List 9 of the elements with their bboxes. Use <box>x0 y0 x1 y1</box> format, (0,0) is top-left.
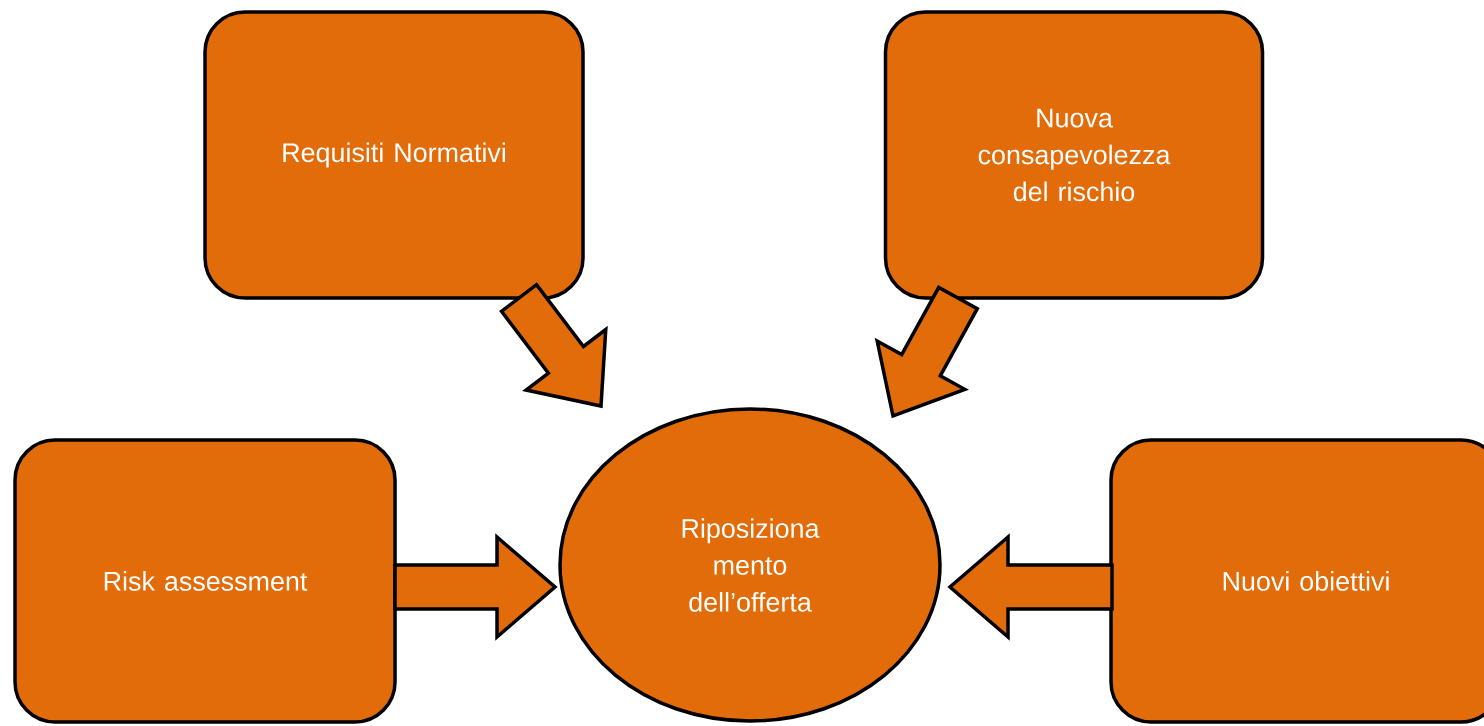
block-arrow <box>393 533 558 641</box>
block-arrow <box>947 533 1114 641</box>
process-box: Requisiti Normativi <box>203 10 585 300</box>
process-box: Nuovi obiettivi <box>1109 438 1484 724</box>
ellipse-node: Riposiziona mento dell’offerta <box>558 407 942 723</box>
process-box: Nuova consapevolezza del rischio <box>883 10 1265 300</box>
block-arrow <box>499 282 608 409</box>
process-box: Risk assessment <box>13 438 397 724</box>
block-arrow <box>874 285 980 419</box>
